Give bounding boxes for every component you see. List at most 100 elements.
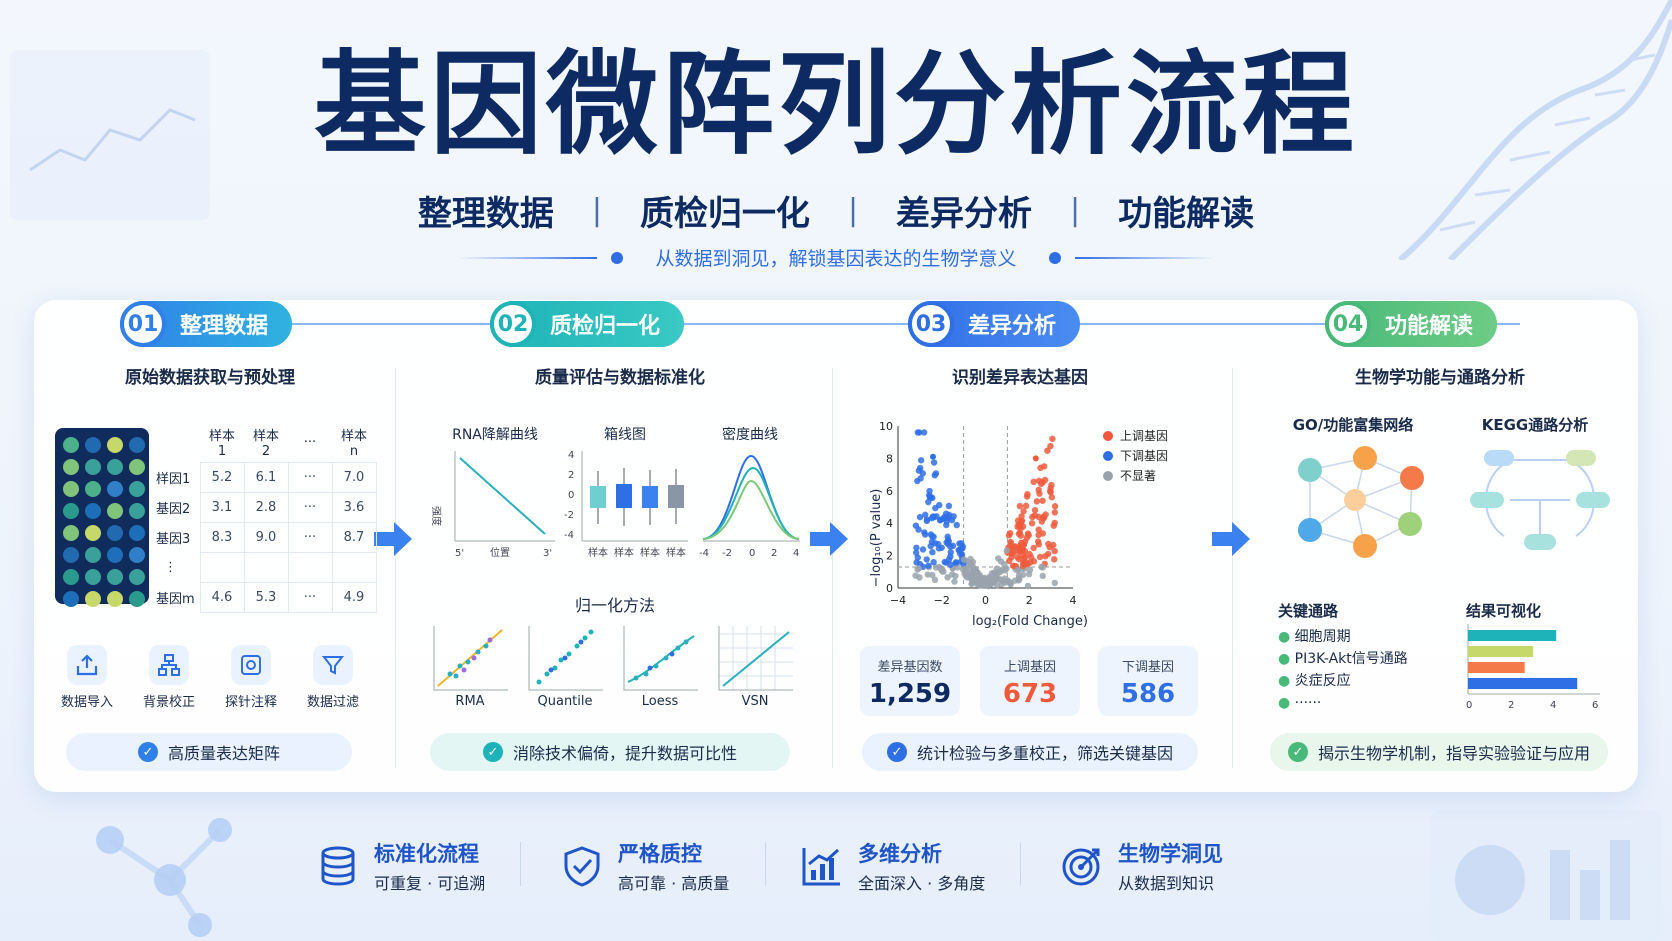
upregulated-point bbox=[1044, 447, 1051, 454]
microarray-spot bbox=[107, 503, 123, 519]
upregulated-point bbox=[1048, 494, 1056, 501]
downregulated-point bbox=[926, 491, 933, 499]
legend-marker bbox=[1103, 471, 1113, 481]
upregulated-point bbox=[1009, 562, 1017, 569]
ns-point bbox=[1019, 571, 1027, 579]
upregulated-point bbox=[1039, 530, 1046, 537]
upregulated-point bbox=[1051, 556, 1058, 563]
table-header-row: 样本1 样本2 ··· 样本n bbox=[156, 422, 376, 463]
subtitle-separator: | bbox=[591, 193, 602, 228]
y-tick-label: 10 bbox=[879, 420, 893, 433]
microarray-spot bbox=[107, 437, 123, 453]
footer-divider bbox=[1020, 842, 1021, 886]
row-header: 基因3 bbox=[156, 532, 191, 547]
table-cell: 4.6 bbox=[199, 582, 245, 613]
norm-plot-rma bbox=[433, 626, 508, 691]
expression-table: 样本1 样本2 ··· 样本n 样因1 5.2 6.1 ··· 7.0 基因2 … bbox=[156, 422, 377, 613]
pill-text: 消除技术偏倚，提升数据可比性 bbox=[512, 744, 737, 763]
upregulated-point bbox=[1040, 463, 1048, 470]
tick-label: 0 bbox=[568, 490, 574, 501]
feature-subtitle: 高可靠 · 高质量 bbox=[618, 874, 730, 893]
tool-background-correction[interactable]: 背景校正 bbox=[126, 645, 212, 710]
table-cell: 7.0 bbox=[331, 462, 377, 493]
chart-growth-icon bbox=[802, 848, 840, 886]
tool-probe-annotation[interactable]: 探针注释 bbox=[208, 645, 294, 710]
microarray-spot bbox=[129, 503, 145, 519]
table-row: ⋮ bbox=[156, 552, 377, 583]
x-tick-label: 0 bbox=[982, 594, 989, 607]
upregulated-point bbox=[1018, 517, 1026, 525]
kegg-pathway-diagram bbox=[1470, 450, 1610, 550]
downregulated-point bbox=[922, 511, 929, 518]
legend-label: 上调基因 bbox=[1120, 429, 1168, 443]
table-cell: ··· bbox=[287, 522, 333, 553]
table-cell bbox=[199, 552, 245, 583]
ns-point bbox=[1051, 579, 1058, 587]
feature-quality-control: 严格质控高可靠 · 高质量 bbox=[560, 838, 729, 894]
microarray-spot bbox=[85, 525, 101, 541]
downregulated-point bbox=[953, 521, 960, 529]
subtitle-item: 质检归一化 bbox=[639, 194, 810, 234]
ns-point bbox=[997, 567, 1005, 575]
microarray-spot bbox=[107, 547, 123, 563]
microarray-spot bbox=[85, 569, 101, 585]
upregulated-point bbox=[1047, 442, 1054, 450]
upregulated-point bbox=[1039, 478, 1047, 486]
step-subtitle-3: 识别差异表达基因 bbox=[952, 368, 1088, 388]
microarray-spot bbox=[63, 547, 79, 563]
table-corner bbox=[156, 422, 200, 463]
box-sample-2 bbox=[616, 484, 632, 508]
y-tick-label: 8 bbox=[886, 452, 893, 465]
feature-title: 多维分析 bbox=[858, 842, 942, 866]
upregulated-point bbox=[1032, 455, 1039, 462]
upregulated-point bbox=[1016, 502, 1024, 510]
upregulated-point bbox=[1022, 502, 1030, 510]
row-header: 基因2 bbox=[156, 502, 191, 517]
microarray-spot bbox=[129, 547, 145, 563]
annotate-icon bbox=[231, 645, 271, 685]
tick-label: 2 bbox=[568, 470, 574, 481]
downregulated-point bbox=[956, 540, 963, 547]
microarray-spot bbox=[85, 481, 101, 497]
downregulated-point bbox=[919, 546, 927, 553]
downregulated-point bbox=[915, 429, 923, 436]
column-header: 样本2 bbox=[252, 429, 279, 459]
y-axis-label: −log₁₀(P value) bbox=[869, 489, 884, 588]
downregulated-point bbox=[936, 517, 944, 524]
check-icon: ✓ bbox=[137, 742, 158, 762]
ns-point bbox=[962, 565, 969, 573]
density-chart: -4 -2 0 2 4 bbox=[699, 454, 800, 559]
tool-data-filter[interactable]: 数据过滤 bbox=[290, 645, 376, 710]
footer-divider bbox=[520, 842, 521, 886]
upregulated-point bbox=[1039, 514, 1047, 522]
upregulated-point bbox=[1021, 547, 1029, 555]
feature-subtitle: 可重复 · 可追溯 bbox=[374, 874, 486, 893]
downregulated-point bbox=[930, 453, 936, 460]
step-subtitle-4: 生物学功能与通路分析 bbox=[1355, 368, 1525, 388]
feature-subtitle: 从数据到知识 bbox=[1118, 874, 1215, 893]
ns-point bbox=[1016, 576, 1023, 583]
downregulated-point bbox=[930, 533, 937, 541]
dashboard-decoration bbox=[1430, 810, 1662, 941]
table-row: 基因m 4.6 5.3 ··· 4.9 bbox=[156, 582, 377, 613]
downregulated-point bbox=[947, 549, 954, 556]
ns-point bbox=[944, 574, 951, 581]
subtitle-separator: | bbox=[1070, 193, 1081, 228]
normalization-title: 归一化方法 bbox=[574, 596, 655, 615]
tick-label: -2 bbox=[722, 548, 732, 559]
boxplot-title: 箱线图 bbox=[604, 427, 646, 443]
microarray-spot bbox=[85, 437, 101, 453]
microarray-spot bbox=[107, 481, 123, 497]
downregulated-point bbox=[925, 562, 932, 569]
table-cell: 2.8 bbox=[243, 492, 289, 523]
upregulated-point bbox=[1015, 555, 1023, 563]
tick-label: -2 bbox=[564, 510, 574, 521]
tagline-dot bbox=[611, 251, 624, 264]
upregulated-point bbox=[1051, 509, 1059, 516]
tool-data-import[interactable]: 数据导入 bbox=[44, 645, 130, 710]
arrow-right-icon bbox=[1212, 522, 1250, 556]
microarray-spot bbox=[85, 591, 101, 607]
upregulated-point bbox=[1033, 498, 1041, 505]
check-icon: ✓ bbox=[482, 742, 503, 762]
result-bar bbox=[1468, 662, 1525, 673]
